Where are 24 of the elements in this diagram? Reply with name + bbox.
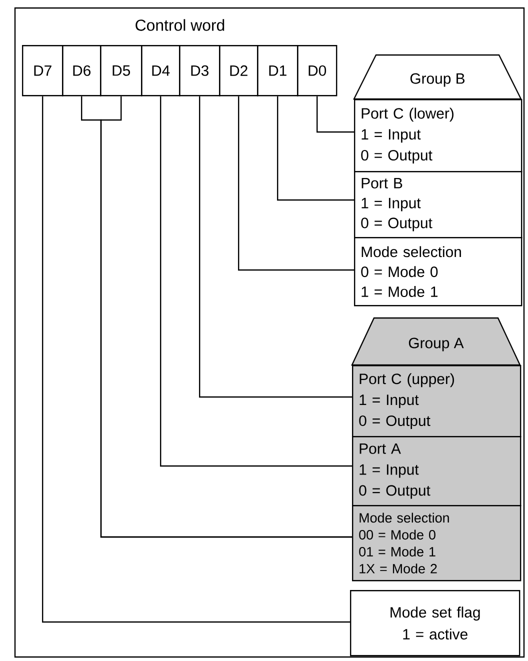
connector-line: [199, 96, 352, 398]
setting-box: Mode set flag 1 = active: [350, 590, 520, 656]
connector-line: [316, 96, 354, 133]
bit-cell: D5: [100, 45, 142, 96]
setting-box: Mode selection 00 = Mode 0 01 = Mode 1 1X = Mode 2: [352, 505, 522, 582]
connector-line: [277, 96, 354, 201]
bit-cell: D6: [62, 45, 102, 96]
setting-box: Port B 1 = Input 0 = Output: [354, 171, 522, 238]
bit-cell: D7: [22, 45, 64, 96]
bit-cell: D1: [257, 45, 298, 96]
setting-box: Mode selection 0 = Mode 0 1 = Mode 1: [354, 237, 522, 306]
title: Control word: [136, 19, 224, 31]
bit-cell: D4: [141, 45, 180, 96]
setting-box: Port C (lower) 1 = Input 0 = Output: [354, 99, 522, 172]
connector-line: [42, 96, 350, 623]
connector-line: [238, 96, 354, 271]
group-header: Group B: [353, 54, 522, 100]
bit-cell: D3: [179, 45, 220, 96]
setting-box: Port A 1 = Input 0 = Output: [352, 436, 522, 506]
bit-cell: D0: [297, 45, 338, 96]
setting-box: Port C (upper) 1 = Input 0 = Output: [352, 365, 522, 438]
connector-line: [160, 96, 352, 467]
group-header: Group A: [351, 317, 521, 366]
bit-cell: D2: [219, 45, 258, 96]
